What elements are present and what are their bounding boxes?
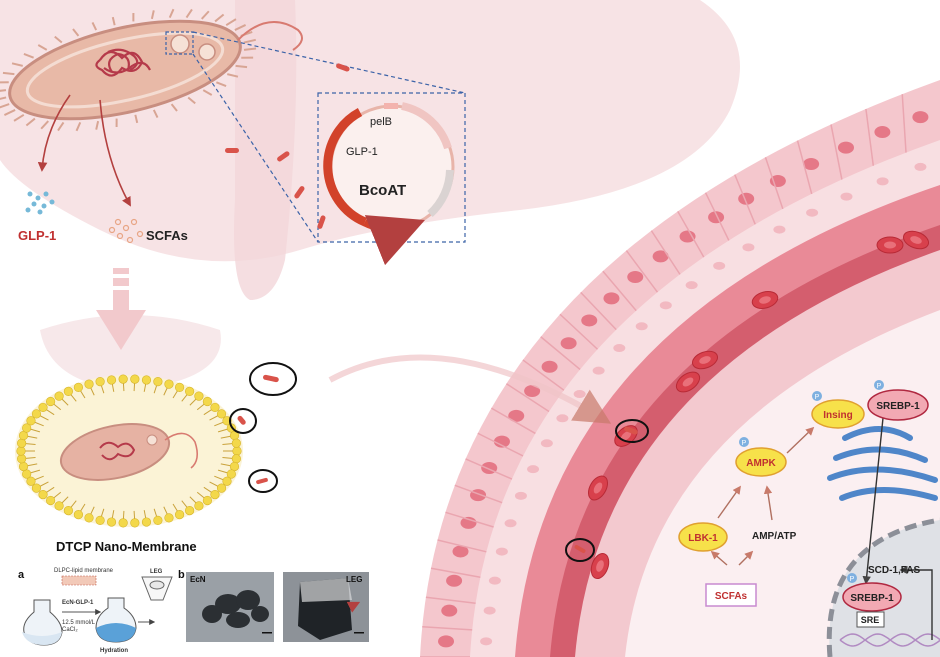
svg-text:AMPK: AMPK (746, 458, 776, 469)
node-scfas: SCFAs (705, 583, 757, 607)
node-insing: Insing P (811, 391, 865, 429)
delivery-trajectory-arrow (328, 354, 612, 424)
zoom-guides (192, 31, 466, 243)
svg-text:SCFAs: SCFAs (715, 591, 748, 602)
product-label-glp1: GLP-1 (18, 228, 56, 243)
node-scd1-fas: SCD-1,FAS (868, 565, 921, 576)
epithelial-cells (420, 94, 929, 657)
inset-panel: a DLPC-lipid membrane EcN-GLP-1 12.5 mmo… (18, 568, 369, 654)
flask-left-icon (22, 599, 63, 646)
flask-right-icon (95, 597, 137, 643)
tem-ecn-label: EcN (190, 575, 206, 584)
phospho-badge: P (742, 440, 747, 447)
tube-icon (141, 576, 173, 601)
svg-text:LBK-1: LBK-1 (688, 533, 718, 544)
inset-cacl-label: CaCl₂ (62, 627, 78, 633)
glp1-dots (25, 191, 55, 215)
dtcp-nano-membrane (15, 374, 243, 528)
floating-glp1-peptides (225, 63, 350, 229)
node-srebp1-top: SREBP-1 P (867, 380, 929, 421)
tem-red-arrow (346, 601, 361, 613)
phospho-badge: P (815, 394, 820, 401)
svg-text:SRE: SRE (861, 615, 880, 625)
lipid-bilayer (16, 374, 242, 528)
node-amp-atp: AMP/ATP (752, 531, 797, 542)
inset-ecn-glp1-label: EcN-GLP-1 (62, 600, 94, 606)
panel-a-label: a (18, 569, 25, 581)
inset-conc-label: 12.5 mmol/L (62, 620, 96, 626)
node-lbk1: LBK-1 (678, 522, 728, 552)
process-down-arrow (96, 268, 146, 350)
inset-leg-flask-label: LEG (150, 569, 163, 575)
node-ampk: AMPK P (735, 437, 787, 477)
dna-helix-icon (839, 633, 940, 647)
bacterium-pili (0, 8, 257, 132)
phospho-badge: P (877, 383, 882, 390)
inset-hydration-label: Hydration (100, 648, 128, 654)
phospho-badge: P (850, 576, 855, 583)
svg-text:SREBP-1: SREBP-1 (876, 401, 920, 412)
dna-tangle-icon (95, 48, 151, 77)
svg-text:Insing: Insing (823, 410, 852, 421)
scfa-dots (108, 218, 144, 244)
plasmid-map: pelB GLP-1 BcoAT (323, 102, 455, 266)
lumen-shadow (40, 315, 221, 390)
tem-leg-label: LEG (346, 575, 362, 584)
plasmid-label-pelb: pelB (370, 116, 392, 128)
pathway-arrows (710, 417, 933, 640)
node-sre: SRE (856, 611, 885, 628)
nano-membrane-title: DTCP Nano-Membrane (56, 539, 197, 554)
panel-b-label: b (178, 569, 185, 581)
product-label-scfas: SCFAs (146, 228, 188, 243)
circled-bacteria (229, 362, 649, 562)
small-bacteria (237, 374, 638, 553)
svg-text:SREBP-1: SREBP-1 (850, 593, 894, 604)
tem-ecn-cells (202, 590, 269, 628)
bacterium-ecn-glp1 (0, 8, 303, 132)
inset-dlpc-label: DLPC-lipid membrane (54, 568, 114, 574)
plasmid-label-bcoat: BcoAT (359, 182, 406, 199)
node-srebp1-bottom: SREBP-1 P (842, 573, 902, 612)
plasmid-label-glp1: GLP-1 (346, 146, 378, 158)
gut-fold (234, 0, 297, 300)
secretion-arrows (37, 94, 131, 207)
